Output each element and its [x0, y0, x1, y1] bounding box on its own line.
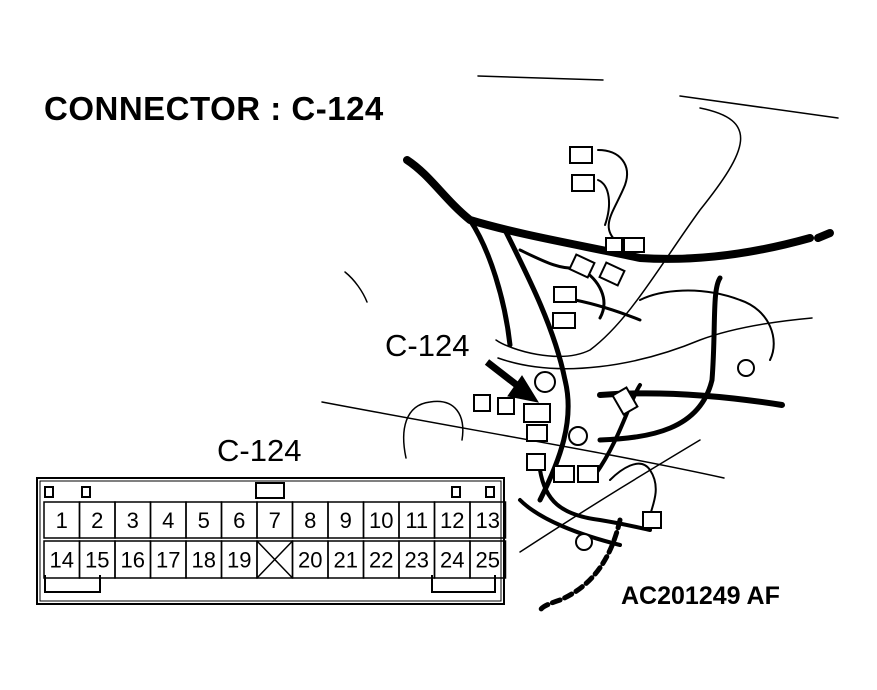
pin-number: 16 [121, 548, 145, 573]
figure-code: AC201249 AF [621, 582, 780, 610]
pin-number: 13 [476, 508, 500, 533]
pin-number: 12 [440, 508, 464, 533]
pin-number: 10 [369, 508, 393, 533]
pin-number: 7 [269, 508, 281, 533]
pin-number: 15 [85, 548, 109, 573]
pin-number: 1 [56, 508, 68, 533]
pin-number: 6 [233, 508, 245, 533]
pin-number: 21 [334, 548, 358, 573]
pin-number: 14 [50, 548, 74, 573]
pin-number: 3 [127, 508, 139, 533]
pin-number: 25 [476, 548, 500, 573]
blank-pin-cross [256, 540, 294, 579]
location-callout-label: C-124 [385, 328, 470, 363]
pin-number: 24 [440, 548, 464, 573]
pin-number: 19 [227, 548, 251, 573]
pin-number: 11 [405, 508, 428, 533]
pin-number: 22 [369, 548, 393, 573]
pin-number: 2 [91, 508, 103, 533]
pin-number: 18 [192, 548, 216, 573]
diagram-title: CONNECTOR : C-124 [44, 90, 384, 127]
pin-number: 23 [405, 548, 429, 573]
pin-number: 17 [156, 548, 180, 573]
pin-number: 8 [304, 508, 316, 533]
pin-number: 9 [340, 508, 352, 533]
pin-number: 5 [198, 508, 210, 533]
pin-number: 4 [162, 508, 174, 533]
connector-latch [255, 482, 285, 499]
pin-cell [469, 540, 507, 579]
pin-cell [469, 501, 507, 539]
pin-number: 20 [298, 548, 322, 573]
connector-callout-label: C-124 [217, 433, 302, 468]
